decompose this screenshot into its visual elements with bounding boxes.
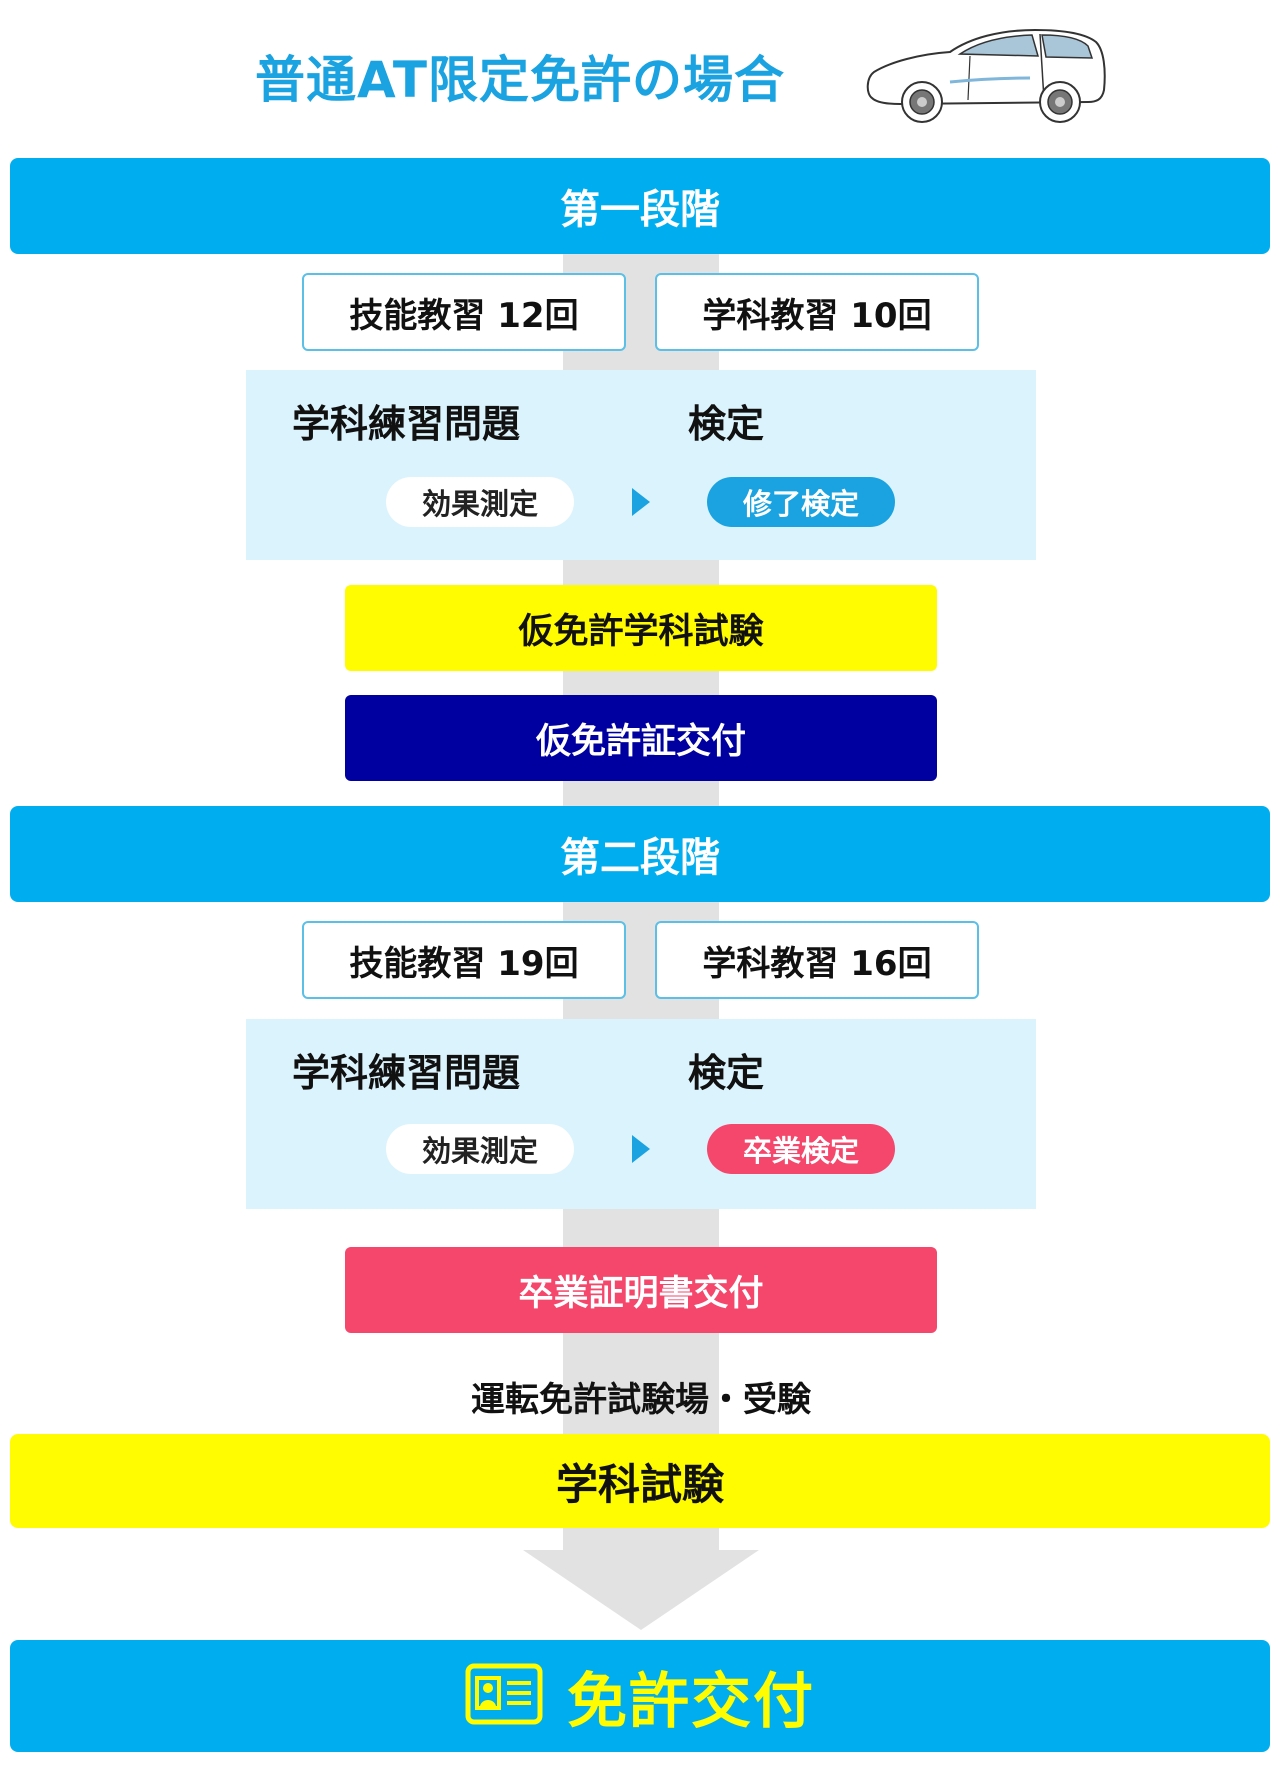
- stage2-practice-title: 学科練習問題: [291, 1050, 520, 1095]
- car-illustration: [860, 20, 1110, 130]
- page-title: 普通AT限定免許の場合: [255, 51, 785, 109]
- stage2-exam-title: 検定: [687, 1050, 764, 1095]
- written-exam-bar: 学科試験: [10, 1434, 1270, 1528]
- stage1-classroom-lesson: 学科教習 10回: [655, 273, 979, 351]
- stage2-classroom-lesson: 学科教習 16回: [655, 921, 979, 999]
- provisional-exam-step: 仮免許学科試験: [345, 585, 937, 671]
- graduation-certificate-step: 卒業証明書交付: [345, 1247, 937, 1333]
- stage1-bar: 第一段階: [10, 158, 1270, 254]
- stage2-effect-test-pill: 効果測定: [386, 1124, 574, 1174]
- arrow-right-icon: [632, 1135, 650, 1163]
- stage1-skill-lesson: 技能教習 12回: [302, 273, 626, 351]
- license-issue-label: 免許交付: [567, 1666, 815, 1737]
- arrow-right-icon: [632, 488, 650, 516]
- stage2-skill-lesson: 技能教習 19回: [302, 921, 626, 999]
- test-center-note: 運転免許試験場・受験: [471, 1379, 811, 1420]
- stage2-graduation-exam-pill: 卒業検定: [707, 1124, 895, 1174]
- stage1-practice-title: 学科練習問題: [291, 401, 520, 446]
- stage1-effect-test-pill: 効果測定: [386, 477, 574, 527]
- stage2-test-panel: 学科練習問題 検定 効果測定 卒業検定: [246, 1019, 1036, 1209]
- license-issue-bar: 免許交付: [10, 1640, 1270, 1752]
- license-card-icon: [465, 1663, 543, 1729]
- provisional-issue-step: 仮免許証交付: [345, 695, 937, 781]
- flow-arrow-head: [523, 1550, 759, 1630]
- stage1-exam-title: 検定: [687, 401, 764, 446]
- stage2-bar: 第二段階: [10, 806, 1270, 902]
- stage1-completion-exam-pill: 修了検定: [707, 477, 895, 527]
- stage1-test-panel: 学科練習問題 検定 効果測定 修了検定: [246, 370, 1036, 560]
